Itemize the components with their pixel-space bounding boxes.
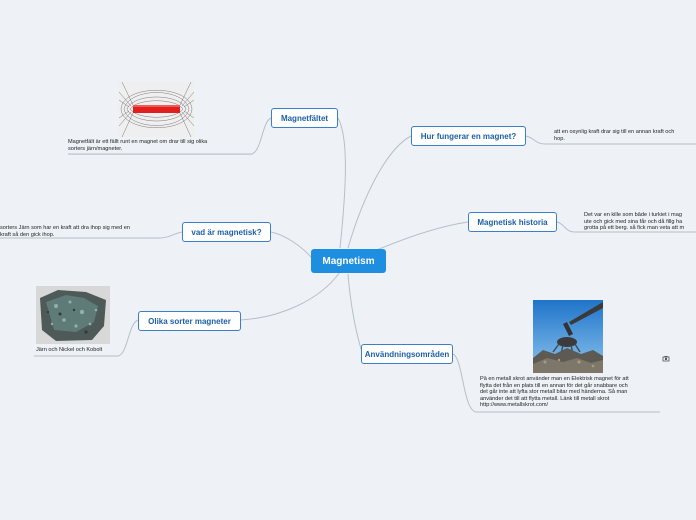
topic-anvandningsomraden[interactable]: Användningsområden (361, 344, 453, 364)
topic-hur-fungerar[interactable]: Hur fungerar en magnet? (411, 126, 526, 146)
magnet-field-image (119, 82, 194, 137)
sub-connector-hur-fungerar (525, 135, 696, 145)
note-historia: Det var en kille som både i turkiet i ma… (584, 212, 685, 232)
sub-connector-historia (556, 221, 696, 233)
connector-anvandning (347, 273, 363, 353)
topic-olika-sorter[interactable]: Olika sorter magneter (138, 311, 241, 331)
topic-magnetisk-historia[interactable]: Magnetisk historia (468, 212, 557, 232)
note-magnetfaltet: Magnetfält är ett fällt runt en magnet o… (68, 139, 208, 152)
note-anvandning: På en metall skrot använder man en Elekt… (480, 376, 629, 409)
connector-vad-ar (270, 231, 313, 259)
topic-vad-ar-magnetisk[interactable]: vad är magnetisk? (182, 222, 271, 242)
sub-connector-vad-ar (0, 231, 183, 239)
note-underline (68, 154, 252, 155)
connector-magnetfaltet (337, 117, 346, 249)
central-topic[interactable]: Magnetism (311, 249, 386, 273)
sub-connector-olika-sorter (34, 319, 139, 357)
attachment-icon[interactable] (662, 350, 670, 362)
connector-hur-fungerar (347, 135, 412, 249)
topic-magnetfaltet[interactable]: Magnetfältet (271, 108, 338, 128)
connector-olika-sorter (239, 271, 341, 321)
note-hur-fungerar: att en osynlig kraft drar sig till en an… (554, 129, 675, 142)
scrap-crane-image (533, 300, 603, 373)
sub-connector-magnetfaltet (68, 117, 272, 155)
note-olika-sorter: Järn och Nickel och Kobolt (36, 347, 103, 353)
note-vad-ar: sorters Järn som har en kraft att dra ih… (0, 225, 130, 238)
connector-historia (371, 221, 469, 253)
ore-sample-image (36, 286, 110, 344)
sub-connector-anvandning (452, 353, 660, 413)
